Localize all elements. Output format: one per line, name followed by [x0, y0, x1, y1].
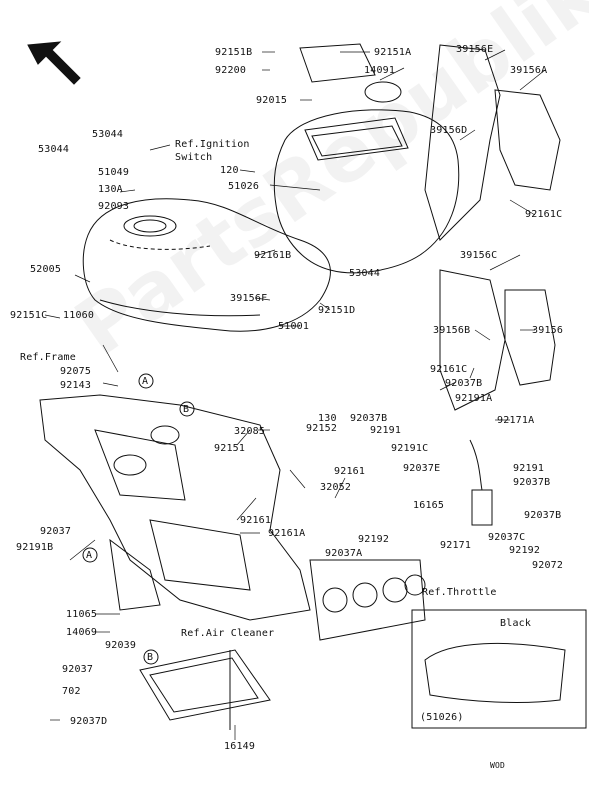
part-label: 92093 — [98, 201, 130, 212]
part-label: 39156D — [430, 125, 468, 136]
callout-b: B — [183, 404, 190, 415]
part-label: 92039 — [105, 640, 137, 651]
part-label: 92200 — [215, 65, 247, 76]
part-label: 92161 — [334, 466, 366, 477]
ref-label: Ref.Throttle — [422, 587, 497, 598]
part-label: 702 — [62, 686, 81, 697]
part-label: 53044 — [38, 144, 70, 155]
part-label: 39156F — [230, 293, 268, 304]
part-label: 130 — [318, 413, 337, 424]
part-label: 16165 — [413, 500, 445, 511]
part-label: 92161C — [525, 209, 563, 220]
part-label: 39156 — [532, 325, 564, 336]
side-panels-drawing — [424, 44, 561, 411]
part-label: 92037D — [70, 716, 108, 727]
callout-a: A — [86, 550, 93, 561]
part-label: 92161C — [430, 364, 468, 375]
fuel-tank-drawing — [82, 198, 331, 332]
part-label: 92037 — [62, 664, 94, 675]
part-label: 92037C — [488, 532, 526, 543]
part-label: 92151C — [10, 310, 48, 321]
part-label: 92171A — [497, 415, 535, 426]
part-label: 92037B — [445, 378, 483, 389]
part-label: 39156B — [433, 325, 471, 336]
tank-cover-drawing — [273, 43, 460, 274]
callout-circles — [82, 373, 195, 665]
wod-label: WOD — [490, 761, 506, 770]
part-label: 92161 — [240, 515, 272, 526]
part-label: 53044 — [349, 268, 381, 279]
arrow-up-left-icon — [27, 41, 81, 85]
part-label: 92192 — [358, 534, 390, 545]
part-label: 39156A — [510, 65, 548, 76]
part-label: 14091 — [364, 65, 396, 76]
part-label: 52005 — [30, 264, 62, 275]
part-label: 130A — [98, 184, 123, 195]
part-label: 92161A — [268, 528, 306, 539]
part-label: 92015 — [256, 95, 288, 106]
part-label: 92037 — [40, 526, 72, 537]
fuel-filter-drawing — [469, 439, 493, 526]
part-label: 92143 — [60, 380, 92, 391]
part-label: 92037B — [524, 510, 562, 521]
callout-b: B — [147, 652, 154, 663]
part-label: 92171 — [440, 540, 472, 551]
part-label: 51001 — [278, 321, 310, 332]
part-label: 120 — [220, 165, 239, 176]
ref-label: Ref.Air Cleaner — [181, 628, 275, 639]
part-label: 39156C — [460, 250, 498, 261]
part-label: 11060 — [63, 310, 95, 321]
air-cleaner-drawing — [139, 649, 271, 730]
throttle-body-drawing — [309, 559, 426, 641]
part-label: 92037B — [513, 477, 551, 488]
leader-lines — [44, 49, 546, 740]
part-label: 51049 — [98, 167, 130, 178]
part-label: 92037E — [403, 463, 441, 474]
callout-a: A — [142, 376, 149, 387]
ref-label: Switch — [175, 152, 213, 163]
part-label: 53044 — [92, 129, 124, 140]
part-label: 92191 — [370, 425, 402, 436]
part-label: 92192 — [509, 545, 541, 556]
part-label: 92037B — [350, 413, 388, 424]
part-label: 92151A — [374, 47, 412, 58]
part-label: 92075 — [60, 366, 92, 377]
inset-box — [411, 609, 587, 729]
part-label: 39156E — [456, 44, 494, 55]
inset-code: (51026) — [420, 712, 464, 723]
part-label: 92037A — [325, 548, 363, 559]
part-label: 92072 — [532, 560, 564, 571]
part-label: 16149 — [224, 741, 256, 752]
part-label: 32052 — [320, 482, 352, 493]
part-label: 32085 — [234, 426, 266, 437]
ref-label: Ref.Ignition — [175, 139, 250, 150]
part-label: 92191C — [391, 443, 429, 454]
part-label: 92191B — [16, 542, 54, 553]
part-label: 92191A — [455, 393, 493, 404]
part-label: 92191 — [513, 463, 545, 474]
part-label: 92151D — [318, 305, 356, 316]
color-label: Black — [500, 618, 532, 629]
part-label: 11065 — [66, 609, 98, 620]
part-label: 92161B — [254, 250, 292, 261]
part-label: 92151B — [215, 47, 253, 58]
part-label: 92151 — [214, 443, 246, 454]
part-label: 51026 — [228, 181, 260, 192]
part-label: 14069 — [66, 627, 98, 638]
frame-drawing — [39, 394, 311, 621]
ref-label: Ref.Frame — [20, 352, 76, 363]
part-label: 92152 — [306, 423, 338, 434]
